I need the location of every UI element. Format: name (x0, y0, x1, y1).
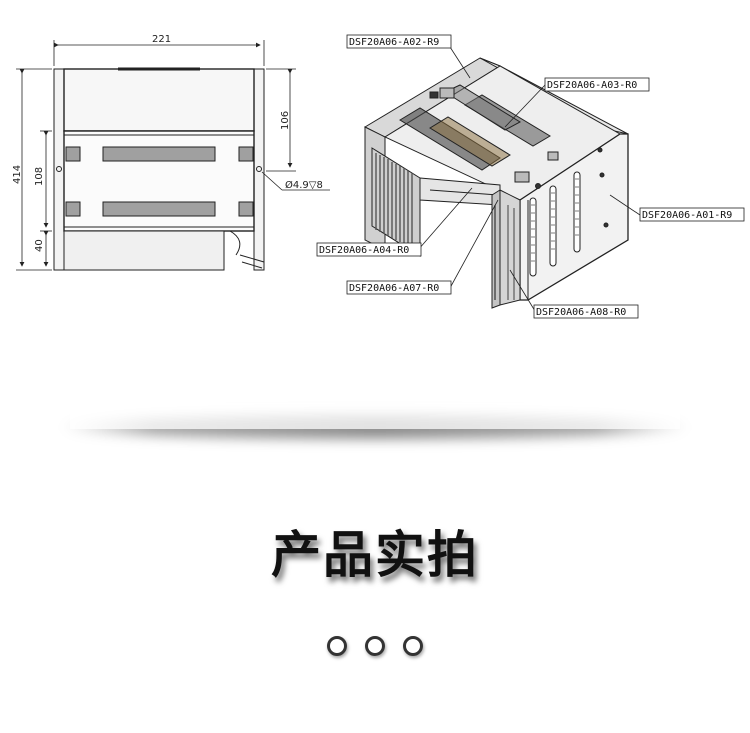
dimension-lines (16, 40, 330, 271)
page-indicator (0, 636, 750, 661)
dim-width-label: 221 (152, 34, 171, 45)
shadow-divider (60, 403, 690, 439)
indicator-dot-3 (403, 636, 424, 656)
indicator-dot-2 (365, 636, 385, 656)
callout-leaders (417, 46, 641, 312)
callout-a01: DSF20A06-A01-R9 (639, 207, 745, 222)
callout-a07-label: DSF20A06-A07-R0 (349, 283, 439, 294)
callout-a04: DSF20A06-A04-R0 (316, 242, 422, 257)
dim-height-bottom-label: 40 (34, 239, 45, 252)
technical-drawing: 221 106 414 108 40 Ø4.9▽8 (12, 34, 745, 319)
callout-a08-label: DSF20A06-A08-R0 (536, 307, 626, 318)
front-view (53, 67, 265, 271)
callout-a04-label: DSF20A06-A04-R0 (319, 245, 409, 256)
dim-height-total-label: 414 (12, 165, 23, 184)
hole-spec-label: Ø4.9▽8 (285, 179, 323, 191)
callout-a07: DSF20A06-A07-R0 (346, 280, 452, 295)
callout-a02: DSF20A06-A02-R9 (346, 34, 452, 49)
isometric-view (363, 57, 629, 309)
dim-height-right-label: 106 (280, 111, 291, 130)
dim-height-mid-label: 108 (34, 167, 45, 186)
section-title: 产品实拍 (271, 526, 479, 584)
callout-a03: DSF20A06-A03-R0 (544, 77, 650, 92)
callout-a03-label: DSF20A06-A03-R0 (547, 80, 637, 91)
callout-a01-label: DSF20A06-A01-R9 (642, 210, 732, 221)
callout-a02-label: DSF20A06-A02-R9 (349, 37, 439, 48)
indicator-dot-1 (326, 636, 347, 656)
callout-a08: DSF20A06-A08-R0 (533, 304, 639, 319)
